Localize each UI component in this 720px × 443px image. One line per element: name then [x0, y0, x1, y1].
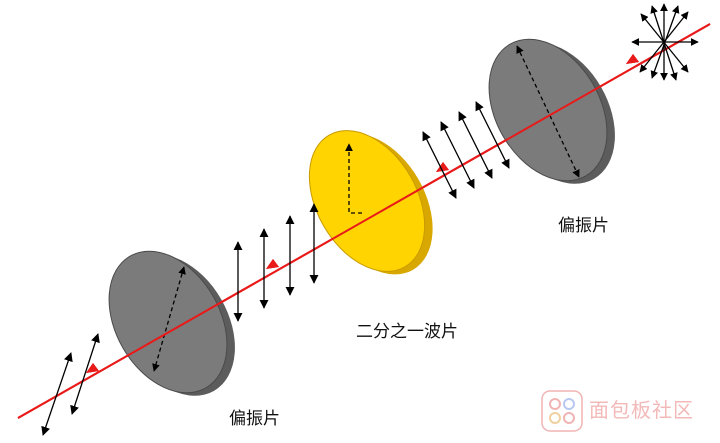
fast-axis [345, 143, 362, 214]
polarizer-left [108, 250, 235, 396]
transmission-axis [516, 45, 580, 178]
polarization-arrow-icon [422, 101, 510, 199]
polarization-arrow-icon [41, 333, 100, 436]
watermark-logo-icon [541, 390, 583, 432]
label-polarizer-right: 偏振片 [558, 216, 609, 236]
unpolarized-light-icon [631, 3, 699, 81]
watermark-text: 面包板社区 [589, 398, 694, 422]
polarization-arrow-icon [233, 203, 319, 322]
half-wave-plate [308, 130, 433, 275]
beam-direction-icon [266, 259, 279, 269]
label-polarizer-left: 偏振片 [229, 409, 280, 429]
laser-beam-front [17, 23, 711, 419]
beam-direction-icon [626, 54, 639, 64]
polarizer-right [488, 38, 615, 184]
label-half-wave-plate: 二分之一波片 [356, 322, 458, 342]
watermark: 面包板社区 [541, 388, 716, 434]
